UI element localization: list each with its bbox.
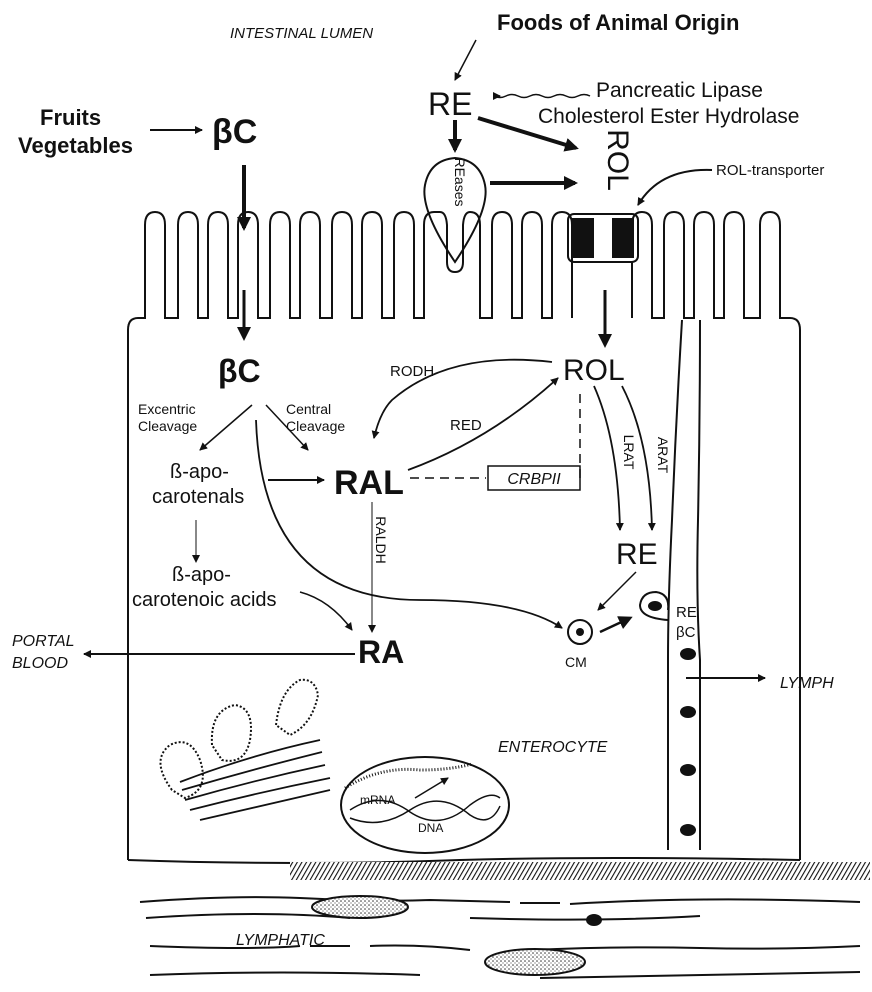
cholesterol-ester-hydrolase-label: Cholesterol Ester Hydrolase: [538, 105, 799, 128]
rol-transporter-channel: [568, 214, 638, 318]
ral-label: RAL: [334, 464, 404, 502]
lymph-particles: [586, 648, 696, 926]
crbpii-label: CRBPII: [507, 471, 561, 488]
rol-cell-label: ROL: [563, 354, 625, 387]
portal-label: PORTAL: [12, 633, 75, 650]
b-apo-carotenals-line2: carotenals: [152, 486, 244, 508]
reases-label: REases: [452, 157, 468, 206]
b-apo-carotenoic-line1: ß-apo-: [172, 564, 231, 586]
mrna-label: mRNA: [360, 793, 395, 807]
central-cleavage-label: Cleavage: [286, 418, 345, 434]
ra-label: RA: [358, 634, 404, 670]
endoplasmic-reticulum: [180, 740, 330, 820]
lymphatic-label: LYMPHATIC: [236, 932, 325, 949]
endothelial-nucleus-1: [312, 896, 408, 918]
b-apo-carotenals-line1: ß-apo-: [170, 461, 229, 483]
endothelial-nucleus-2: [485, 949, 585, 975]
b-apo-carotenoic-line2: carotenoic acids: [132, 589, 277, 611]
raldh-label: RALDH: [373, 516, 389, 563]
arat-label: ARAT: [655, 437, 671, 474]
pancreatic-lipase-label: Pancreatic Lipase: [596, 79, 763, 102]
excentric-cleavage-label: Cleavage: [138, 418, 197, 434]
bc-small-label: βC: [676, 624, 696, 641]
dna-label: DNA: [418, 821, 443, 835]
lrat-label: LRAT: [621, 435, 637, 470]
re-cell-label: RE: [616, 538, 658, 571]
vegetables-label: Vegetables: [18, 133, 133, 158]
basement-membrane: [290, 862, 870, 880]
blood-label: BLOOD: [12, 655, 68, 672]
central-label: Central: [286, 401, 331, 417]
bc-lumen-label: βC: [212, 113, 257, 151]
cm-label: CM: [565, 654, 587, 670]
red-label: RED: [450, 417, 482, 434]
re-small-label: RE: [676, 604, 697, 621]
intestinal-lumen-label: INTESTINAL LUMEN: [230, 25, 373, 42]
rol-transporter-label: ROL-transporter: [716, 162, 824, 179]
foods-animal-origin-label: Foods of Animal Origin: [497, 10, 739, 35]
excentric-label: Excentric: [138, 401, 196, 417]
bc-cell-label: βC: [218, 353, 261, 389]
lymph-label: LYMPH: [780, 675, 834, 692]
re-lumen-label: RE: [428, 86, 472, 122]
enterocyte-label: ENTEROCYTE: [498, 739, 608, 756]
fruits-label: Fruits: [40, 105, 101, 130]
rol-lumen-label: ROL: [601, 129, 634, 191]
